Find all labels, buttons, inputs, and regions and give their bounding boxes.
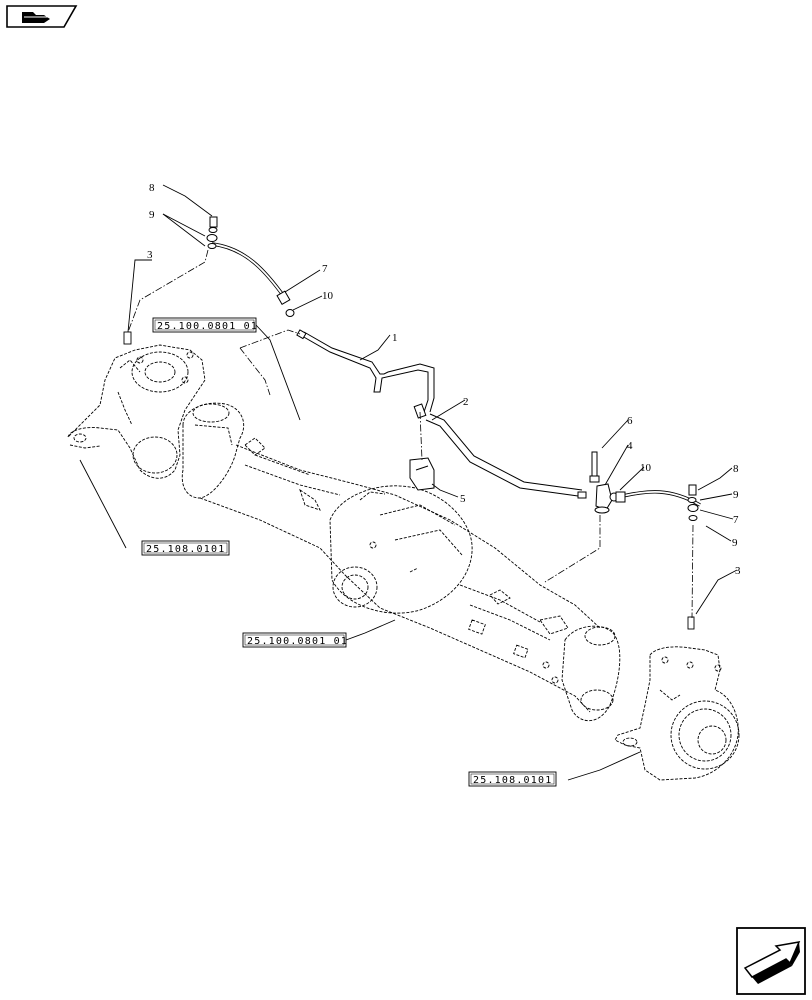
part-label-10-left: 10 <box>322 290 334 302</box>
folder-icon <box>22 12 50 23</box>
part-label-9-right-bottom: 9 <box>732 537 738 549</box>
brake-pipe-system <box>211 242 701 507</box>
reference-text: 25.100.0801 01 <box>157 321 258 332</box>
part-label-5: 5 <box>460 493 466 505</box>
part-label-8-left: 8 <box>149 182 155 194</box>
left-steering-knuckle <box>67 331 206 479</box>
leader-lines <box>79 184 738 781</box>
reference-text: 25.100.0801 01 <box>247 636 348 647</box>
assembly-centerlines <box>127 249 694 619</box>
part-label-2: 2 <box>463 396 469 408</box>
reference-text: 25.108.0101 <box>146 544 225 555</box>
part-label-4: 4 <box>627 440 633 452</box>
fitting-hardware <box>206 216 699 521</box>
part-label-7-left: 7 <box>322 263 328 275</box>
folder-nav-button[interactable] <box>6 5 78 28</box>
part-label-8-right: 8 <box>733 463 739 475</box>
part-number-labels: 8 9 3 7 10 1 2 5 6 4 10 8 9 7 9 3 <box>147 182 741 577</box>
reference-link-axle-bottom[interactable]: 25.100.0801 01 <box>242 632 348 648</box>
part-label-9-left: 9 <box>149 209 155 221</box>
reference-text: 25.108.0101 <box>473 775 552 786</box>
next-page-arrow-icon <box>743 941 801 984</box>
part-label-6: 6 <box>627 415 633 427</box>
part-label-3-left: 3 <box>147 249 153 261</box>
part-label-3-right: 3 <box>735 565 741 577</box>
part-label-7-right: 7 <box>733 514 739 526</box>
front-axle-housing <box>181 402 621 722</box>
part-label-1: 1 <box>392 332 398 344</box>
part-label-9-right-top: 9 <box>733 489 739 501</box>
part-label-10-right: 10 <box>640 462 652 474</box>
reference-link-knuckle-left[interactable]: 25.108.0101 <box>141 540 230 556</box>
right-steering-knuckle <box>614 616 740 781</box>
next-page-button[interactable] <box>736 927 806 995</box>
reference-link-knuckle-right[interactable]: 25.108.0101 <box>468 771 557 787</box>
reference-link-axle-top[interactable]: 25.100.0801 01 <box>152 317 258 333</box>
